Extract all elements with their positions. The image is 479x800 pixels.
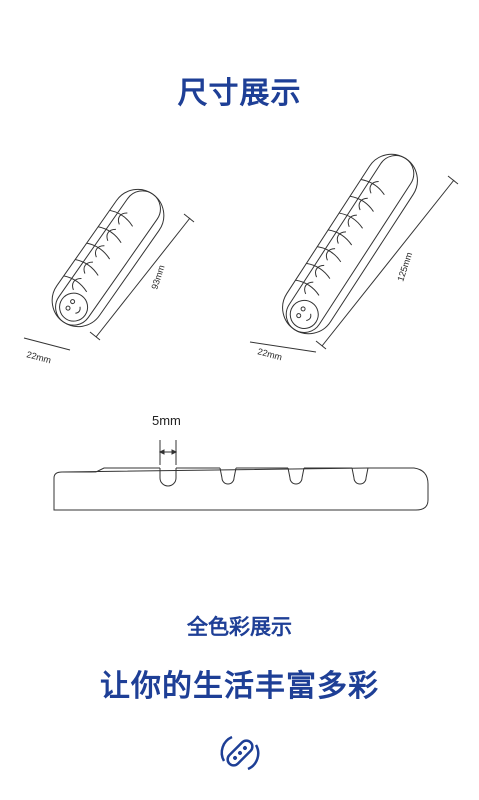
product-small-drawing <box>23 188 195 351</box>
small-width-label: 22mm <box>25 349 52 365</box>
product-large-drawing <box>249 153 459 353</box>
profile-drawing <box>53 440 429 511</box>
page-title: 尺寸展示 <box>177 76 302 111</box>
large-length-label: 125mm <box>395 251 414 283</box>
slogan: 让你的生活丰富多彩 <box>100 669 379 704</box>
cable-clip-logo-icon <box>220 735 260 771</box>
small-length-label: 93mm <box>149 264 166 291</box>
slot-width-label: 5mm <box>152 413 181 428</box>
large-width-label: 22mm <box>256 346 283 362</box>
color-section-title: 全色彩展示 <box>187 615 292 639</box>
